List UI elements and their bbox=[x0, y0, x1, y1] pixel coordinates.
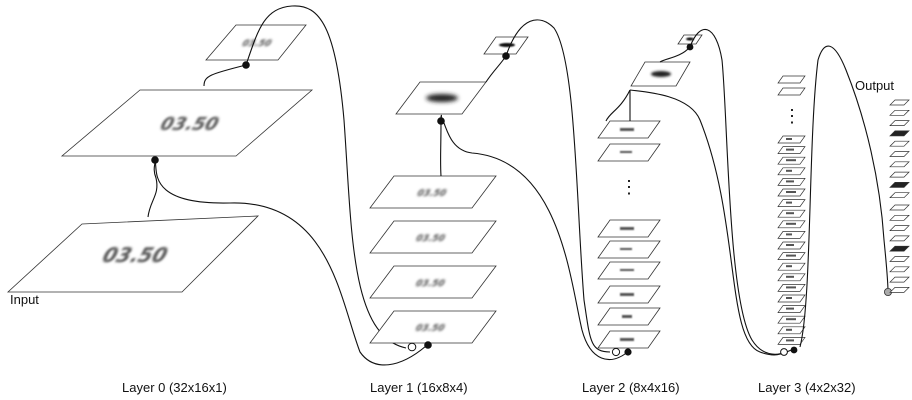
output-plane bbox=[889, 192, 910, 199]
layer3-connections bbox=[799, 45, 889, 348]
output-label: Output bbox=[855, 78, 894, 93]
layer0-small-image-text: 03.50 bbox=[241, 38, 273, 49]
layer1-feature-plane-small bbox=[483, 36, 529, 55]
layer2-feature-plane-large bbox=[630, 61, 691, 87]
output-plane bbox=[889, 266, 910, 273]
layer3-plane-content bbox=[786, 254, 796, 257]
layer3-plane-content bbox=[786, 159, 796, 162]
layer2-ellipsis: ⋮ bbox=[620, 177, 638, 197]
layer3-plane-content bbox=[786, 297, 792, 299]
layer3-plane-content bbox=[786, 328, 792, 331]
layer3-ellipsis: ⋮ bbox=[783, 106, 801, 126]
layer3-plane-content bbox=[786, 286, 796, 289]
output-plane bbox=[889, 225, 910, 231]
layer3-plane-content bbox=[786, 169, 792, 172]
output-plane bbox=[889, 140, 910, 147]
layer2-node-top bbox=[686, 43, 694, 51]
output-plane bbox=[889, 99, 910, 106]
layer1-label: Layer 1 (16x8x4) bbox=[370, 380, 468, 395]
output-plane bbox=[889, 109, 910, 116]
layer3-plane-content bbox=[786, 275, 794, 278]
layer2-label: Layer 2 (8x4x16) bbox=[582, 380, 680, 395]
layer3-plane-content bbox=[786, 191, 796, 193]
layer0-feature-plane-small: 03.50 bbox=[205, 24, 307, 61]
layer3-label: Layer 3 (4x2x32) bbox=[758, 380, 856, 395]
output-plane bbox=[889, 182, 910, 188]
svg-text:03.50: 03.50 bbox=[415, 279, 447, 289]
layer0-large-image-text: 03.50 bbox=[158, 114, 222, 134]
layer3-plane-content bbox=[786, 222, 796, 225]
layer0-connections bbox=[147, 5, 427, 366]
layer3-stack bbox=[777, 75, 806, 345]
output-plane bbox=[889, 171, 910, 178]
layer1-connections bbox=[440, 19, 631, 361]
input-plane: 03.50 bbox=[6, 215, 260, 293]
layer3-plane-content bbox=[786, 233, 792, 236]
svg-text:03.50: 03.50 bbox=[415, 324, 447, 334]
output-stack bbox=[889, 99, 910, 293]
input-image-text: 03.50 bbox=[100, 243, 171, 266]
svg-text:03.50: 03.50 bbox=[415, 234, 447, 244]
layer2-input-node-filled bbox=[624, 348, 632, 356]
layer1-input-node-filled bbox=[424, 341, 432, 349]
layer3-plane-content bbox=[786, 265, 792, 268]
layer3-plane-content bbox=[786, 180, 794, 183]
layer3-plane-content bbox=[786, 201, 792, 204]
svg-text:03.50: 03.50 bbox=[416, 189, 448, 199]
output-plane bbox=[889, 120, 910, 126]
layer3-plane-content bbox=[786, 318, 796, 321]
output-plane bbox=[889, 130, 910, 137]
layer0-node-top bbox=[242, 61, 250, 69]
layer2-connections bbox=[605, 28, 797, 356]
layer1-plane-3: 03.50 bbox=[369, 265, 497, 299]
layer1-node-top bbox=[502, 52, 510, 60]
output-plane bbox=[889, 256, 910, 262]
layer3-plane-content bbox=[786, 244, 794, 246]
layer0-label: Layer 0 (32x16x1) bbox=[122, 380, 227, 395]
output-plane bbox=[889, 204, 910, 211]
output-plane bbox=[889, 151, 910, 157]
layer3-plane bbox=[777, 75, 806, 84]
layer3-plane-content bbox=[786, 148, 794, 151]
layer3-plane-content bbox=[786, 138, 792, 140]
output-plane bbox=[889, 287, 910, 293]
layer1-node-mid bbox=[437, 117, 445, 125]
layer3-input-node-filled bbox=[790, 346, 798, 354]
layer3-plane-content bbox=[786, 339, 794, 342]
layer0-feature-plane-large: 03.50 bbox=[60, 89, 314, 157]
layer2-input-node-open bbox=[611, 347, 621, 357]
output-plane bbox=[889, 161, 910, 168]
input-label: Input bbox=[10, 292, 39, 307]
layer1-plane-4: 03.50 bbox=[369, 310, 497, 344]
layer1-plane-2: 03.50 bbox=[369, 220, 497, 254]
output-plane bbox=[889, 245, 910, 252]
output-plane bbox=[889, 214, 910, 221]
layer1-plane-1: 03.50 bbox=[369, 175, 497, 209]
layer2-feature-plane-small bbox=[677, 34, 703, 45]
output-plane bbox=[889, 276, 910, 283]
layer1-stack: 03.50 03.50 03.50 03.50 bbox=[369, 175, 497, 344]
layer0-node-mid bbox=[151, 156, 159, 164]
layer1-input-node-open bbox=[407, 342, 417, 352]
layer3-plane bbox=[777, 87, 806, 96]
layer2-stack bbox=[597, 120, 661, 349]
layer3-plane-content bbox=[786, 307, 794, 310]
output-plane bbox=[889, 235, 910, 242]
layer3-input-node-open bbox=[780, 348, 788, 356]
layer1-feature-plane-large bbox=[395, 81, 487, 115]
layer3-plane-content bbox=[786, 212, 794, 215]
